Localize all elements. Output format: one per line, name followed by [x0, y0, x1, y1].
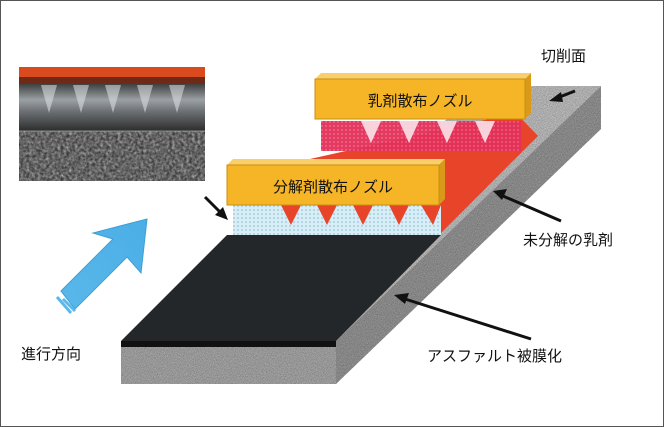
decomposer-pointer-head: [215, 207, 228, 220]
undecomposed-emulsion-label: 未分解の乳剤: [523, 231, 614, 249]
decomposer-layer: [233, 205, 441, 235]
decomposer-pointer: [203, 195, 223, 215]
travel-direction-arrow-icon: [55, 218, 148, 314]
slab-side-face: [336, 86, 601, 384]
spray-photo-inset: [19, 67, 205, 181]
asphalt-pointer: [404, 297, 532, 341]
decomposer-spray: [233, 205, 441, 235]
asphalt-film-top: [121, 235, 441, 341]
photo-nozzle-bar: [19, 67, 205, 77]
pointer-arrows: [203, 89, 576, 341]
cut-surface-label: 切削面: [541, 47, 587, 65]
emulsion-pointer: [502, 194, 562, 223]
travel-direction-label: 進行方向: [21, 345, 82, 363]
slab-front-face: [121, 341, 336, 384]
decomposer-nozzle-label: 分解剤散布ノズル: [273, 178, 393, 196]
emulsion-nozzle: 乳剤散布ノズル: [314, 73, 531, 120]
photo-gravel: [19, 131, 205, 181]
asphalt-film: [121, 235, 441, 347]
decomposer-nozzle: 分解剤散布ノズル: [226, 159, 445, 206]
emulsion-pointer-head: [493, 189, 507, 200]
asphalt-film-edge: [121, 341, 336, 347]
asphalt-film-label: アスファルト被膜化: [427, 347, 563, 365]
cut-surface-pointer-head: [549, 92, 563, 102]
asphalt-pointer-head: [394, 293, 409, 304]
emulsion-nozzle-label: 乳剤散布ノズル: [367, 92, 472, 110]
